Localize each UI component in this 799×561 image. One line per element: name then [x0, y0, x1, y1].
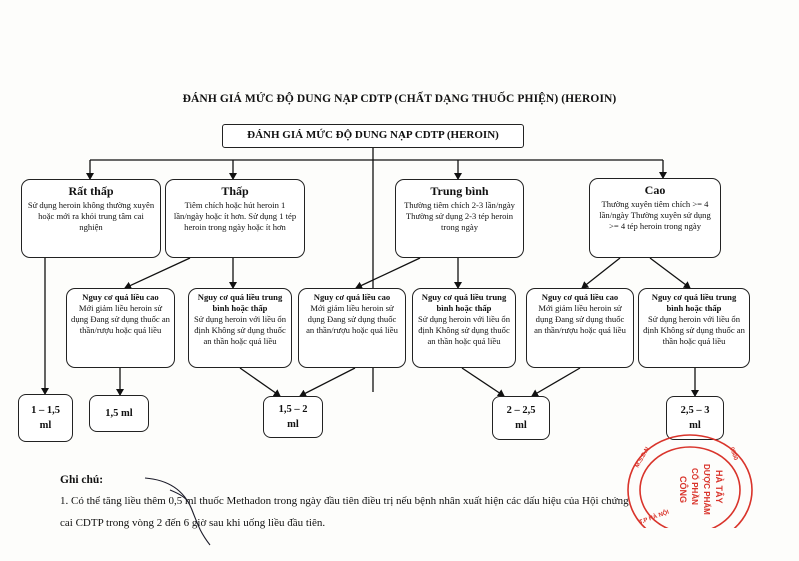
risk-heading: Nguy cơ quá liều trung bình hoặc thấp [651, 292, 737, 313]
risk-box-3: Nguy cơ quá liều cao Mới giảm liều heroi… [298, 288, 406, 368]
risk-heading: Nguy cơ quá liều trung bình hoặc thấp [197, 292, 283, 313]
notes-title: Ghi chú: [60, 474, 104, 486]
svg-text:0500: 0500 [728, 447, 738, 462]
svg-text:CÔNG: CÔNG [678, 476, 689, 503]
category-box-rat-thap: Rất thấp Sử dụng heroin không thường xuy… [21, 179, 161, 258]
category-desc: Thường xuyên tiêm chích >= 4 lần/ngày Th… [599, 199, 711, 231]
arrow-r4-dose [461, 367, 505, 397]
dose-box-5: 2,5 – 3 ml [666, 396, 724, 440]
arrow-r3-dose [299, 367, 356, 397]
dose-value: 2 – 2,5 [506, 405, 536, 416]
category-desc: Sử dụng heroin không thường xuyên hoặc m… [27, 200, 155, 232]
risk-body: Sử dụng heroin với liều ổn định Không sử… [193, 314, 287, 346]
svg-text:CỔ PHẦN: CỔ PHẦN [690, 468, 700, 505]
dose-value: 1,5 – 2 [278, 404, 308, 415]
risk-body: Sử dụng heroin với liều ổn định Không sử… [417, 314, 511, 346]
dose-box-1: 1 – 1,5 ml [18, 394, 73, 442]
notes-line-1: 1. Có thể tăng liều thêm 0,5 ml thuốc Me… [60, 495, 629, 507]
category-box-trung-binh: Trung bình Thường tiêm chích 2-3 lần/ngà… [395, 179, 524, 258]
arrow-r5-dose [531, 367, 581, 397]
arrow-cao-risk-high [581, 257, 621, 289]
category-desc: Tiêm chích hoặc hút heroin 1 lần/ngày ho… [173, 200, 297, 232]
dose-value: 2,5 – 3 [680, 405, 710, 416]
category-desc: Thường tiêm chích 2-3 lần/ngày Thường sử… [404, 200, 515, 232]
svg-text:HÀ TÂY: HÀ TÂY [714, 470, 725, 504]
dose-unit: ml [287, 419, 299, 430]
risk-body: Mới giảm liều heroin sử dụng Đang sử dụn… [306, 303, 398, 335]
page-title: ĐÁNH GIÁ MỨC ĐỘ DUNG NẠP CDTP (CHẤT DẠNG… [182, 93, 617, 105]
risk-box-1: Nguy cơ quá liều cao Mới giảm liều heroi… [66, 288, 175, 368]
risk-heading: Nguy cơ quá liều cao [313, 292, 391, 302]
dose-unit: ml [515, 420, 527, 431]
risk-body: Mới giảm liều heroin sử dụng Đang sử dụn… [71, 303, 170, 335]
risk-heading: Nguy cơ quá liều trung bình hoặc thấp [421, 292, 507, 313]
risk-body: Sử dụng heroin với liều ổn định Không sử… [643, 314, 745, 346]
category-label: Thấp [221, 184, 249, 198]
notes-line-2: cai CDTP trong vòng 2 đến 6 giờ sau khi … [60, 517, 326, 529]
dose-unit: ml [689, 420, 701, 431]
svg-text:T.P HÀ NỘI: T.P HÀ NỘI [638, 508, 670, 526]
risk-body: Mới giảm liều heroin sử dụng Đang sử dụn… [534, 303, 626, 335]
dose-value: 1 – 1,5 [31, 405, 60, 416]
main-assessment-box: ĐÁNH GIÁ MỨC ĐỘ DUNG NẠP CDTP (HEROIN) [222, 124, 524, 148]
category-label: Rất thấp [68, 184, 114, 198]
dose-box-2: 1,5 ml [89, 395, 149, 432]
dose-box-3: 1,5 – 2 ml [263, 396, 323, 438]
notes-body: 1. Có thể tăng liều thêm 0,5 ml thuốc Me… [60, 490, 750, 534]
dose-box-4: 2 – 2,5 ml [492, 396, 550, 440]
risk-heading: Nguy cơ quá liều cao [541, 292, 619, 302]
category-box-thap: Thấp Tiêm chích hoặc hút heroin 1 lần/ng… [165, 179, 305, 258]
category-label: Cao [644, 183, 666, 197]
pen-mark [144, 477, 211, 546]
company-stamp: CÔNG CỔ PHẦN DƯỢC PHẨM HÀ TÂY M.S.D.N 05… [627, 434, 753, 528]
category-label: Trung bình [430, 184, 489, 198]
dose-unit: ml [39, 420, 52, 431]
svg-text:DƯỢC PHẨM: DƯỢC PHẨM [702, 464, 711, 515]
risk-box-6: Nguy cơ quá liều trung bình hoặc thấp Sử… [638, 288, 750, 368]
risk-box-4: Nguy cơ quá liều trung bình hoặc thấp Sử… [412, 288, 516, 368]
dose-value: 1,5 ml [105, 408, 133, 419]
risk-box-2: Nguy cơ quá liều trung bình hoặc thấp Sử… [188, 288, 292, 368]
arrow-thap-risk-high [124, 257, 191, 290]
arrow-cao-risk-low [649, 257, 691, 289]
arrow-tb-risk-high [355, 257, 421, 290]
arrow-r2-dose [239, 367, 281, 397]
risk-heading: Nguy cơ quá liều cao [82, 292, 159, 302]
category-box-cao: Cao Thường xuyên tiêm chích >= 4 lần/ngà… [589, 178, 721, 258]
risk-box-5: Nguy cơ quá liều cao Mới giảm liều heroi… [526, 288, 634, 368]
